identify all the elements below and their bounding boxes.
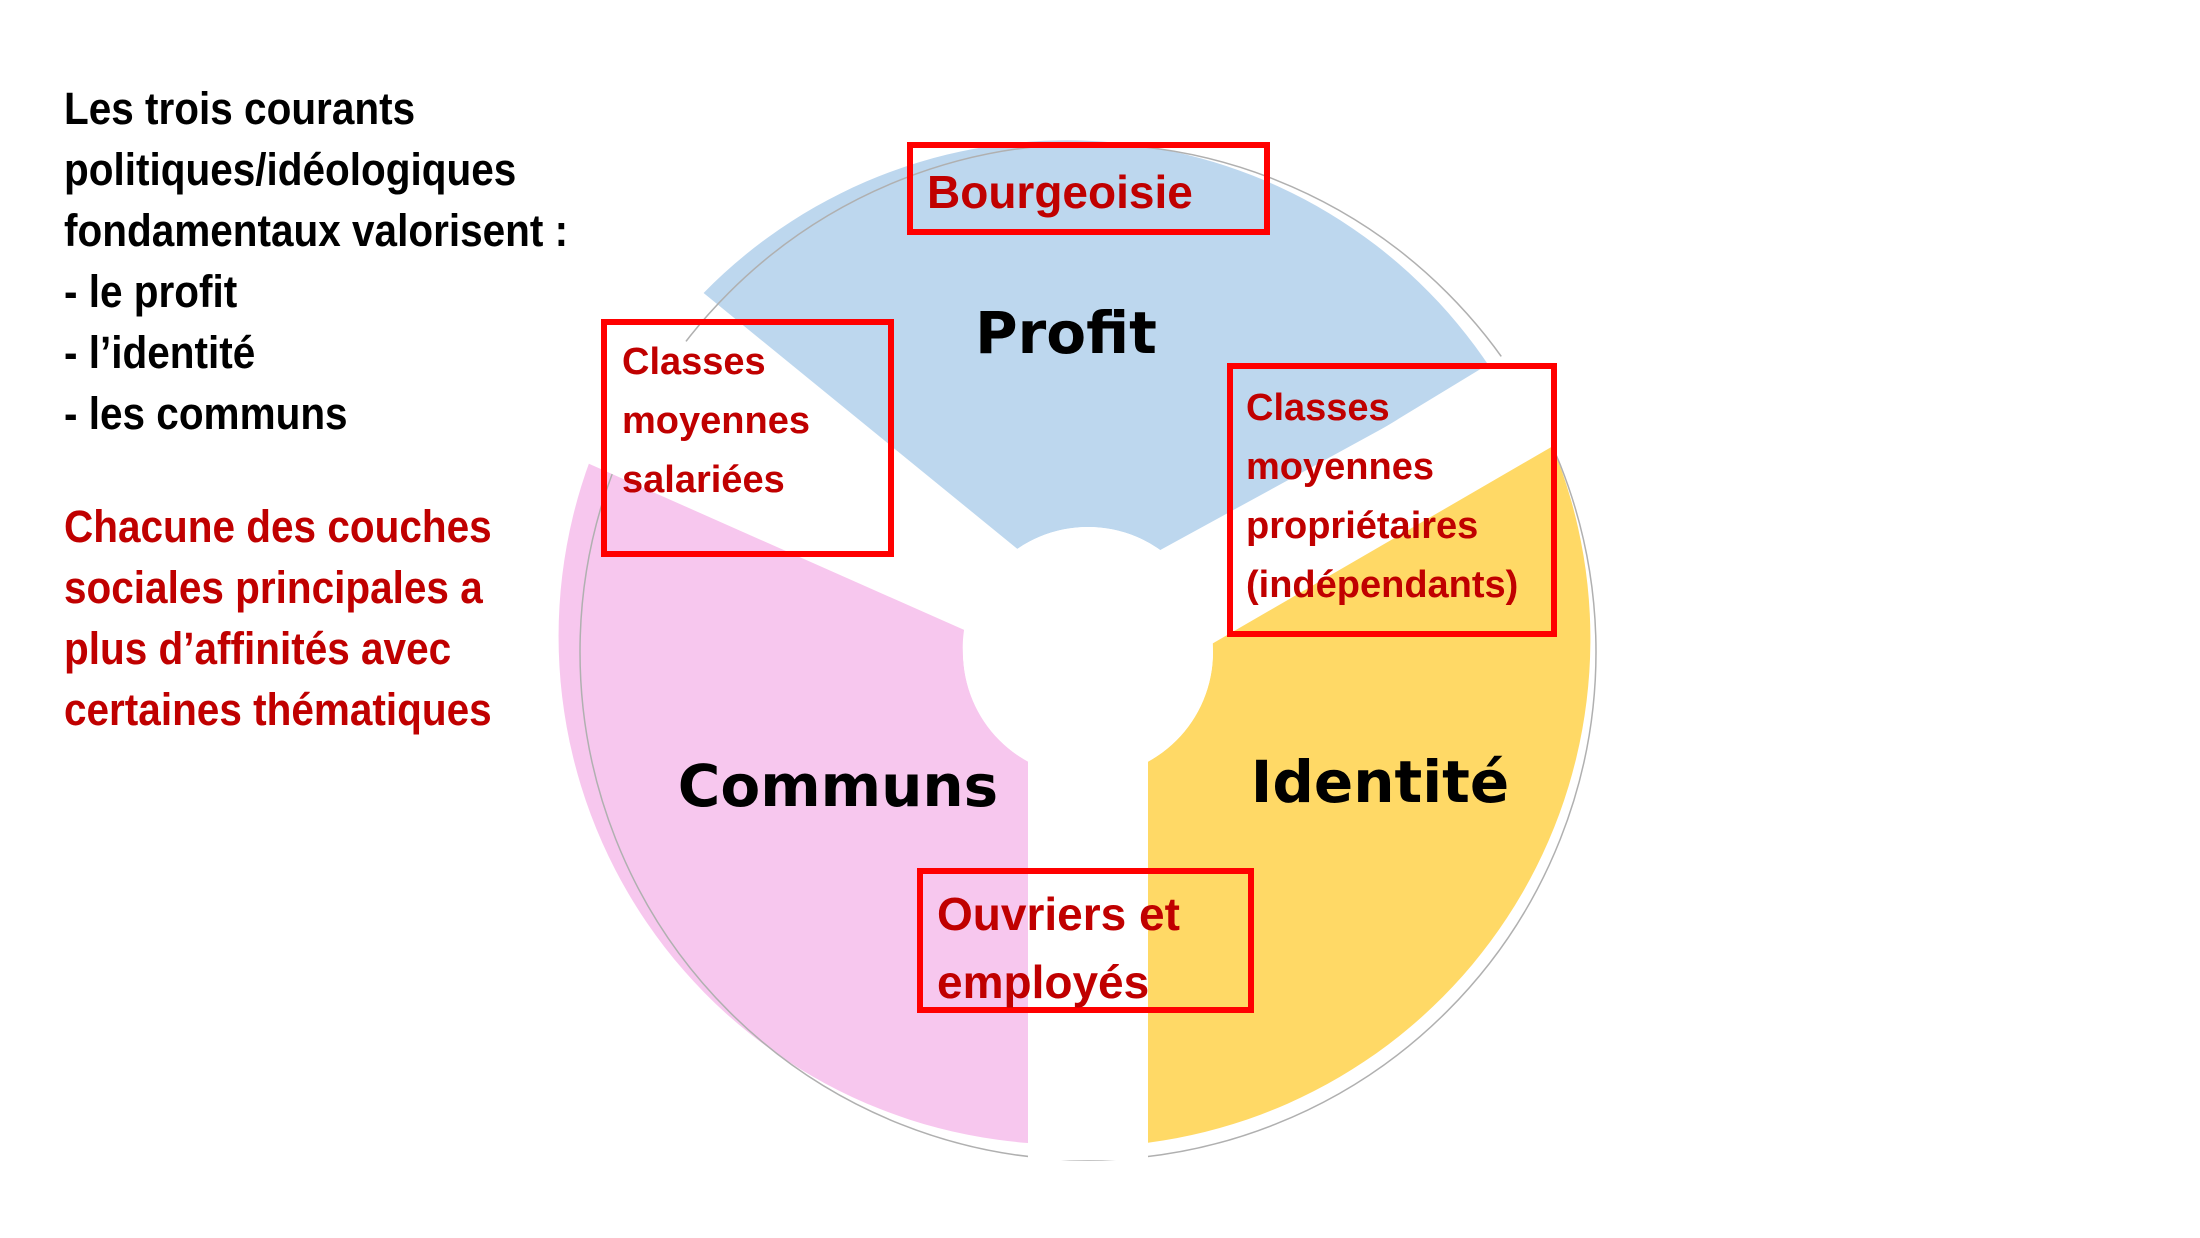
group-proprietaires-line: (indépendants)	[1246, 564, 1518, 606]
intro-line: - le profit	[64, 266, 238, 317]
group-salariees-line: Classes	[622, 341, 766, 383]
box-classes-moyennes-proprietaires	[1227, 363, 1557, 637]
group-bourgeoisie-line: Bourgeoisie	[927, 166, 1193, 218]
box-bourgeoisie	[907, 142, 1270, 235]
separator-right	[1088, 345, 1560, 652]
group-ouvriers-line: Ouvriers et	[937, 888, 1180, 940]
note-line: certaines thématiques	[64, 684, 492, 735]
note-line: sociales principales a	[64, 562, 483, 613]
wheel-hub-cover	[963, 527, 1213, 777]
affinity-note: Chacune des couches sociales principales…	[64, 496, 568, 740]
sector-label-profit: Profit	[975, 299, 1157, 367]
group-proprietaires-line: moyennes	[1246, 446, 1434, 488]
note-line: plus d’affinités avec	[64, 623, 452, 674]
intro-text: Les trois courants politiques/idéologiqu…	[64, 78, 604, 444]
sector-identite	[1148, 444, 1591, 1143]
intro-line: fondamentaux valorisent :	[64, 205, 569, 256]
separator-bottom	[1028, 652, 1148, 1160]
separator-left	[520, 282, 1088, 652]
group-salariees-line: salariées	[622, 459, 785, 501]
intro-line: - les communs	[64, 388, 348, 439]
group-salariees-line: moyennes	[622, 400, 810, 442]
box-classes-moyennes-salariees	[601, 319, 894, 557]
intro-line: Les trois courants	[64, 83, 416, 134]
sector-label-identite: Identité	[1251, 748, 1509, 816]
group-ouvriers-line: employés	[937, 956, 1149, 1008]
note-line: Chacune des couches	[64, 501, 492, 552]
intro-line: - l’identité	[64, 327, 256, 378]
group-proprietaires-line: propriétaires	[1246, 505, 1478, 547]
sector-profit	[703, 140, 1492, 557]
box-ouvriers-employes	[917, 868, 1254, 1013]
sector-communs	[558, 429, 1028, 1143]
group-proprietaires-line: Classes	[1246, 387, 1390, 429]
sector-label-communs: Communs	[678, 752, 998, 820]
intro-line: politiques/idéologiques	[64, 144, 517, 195]
